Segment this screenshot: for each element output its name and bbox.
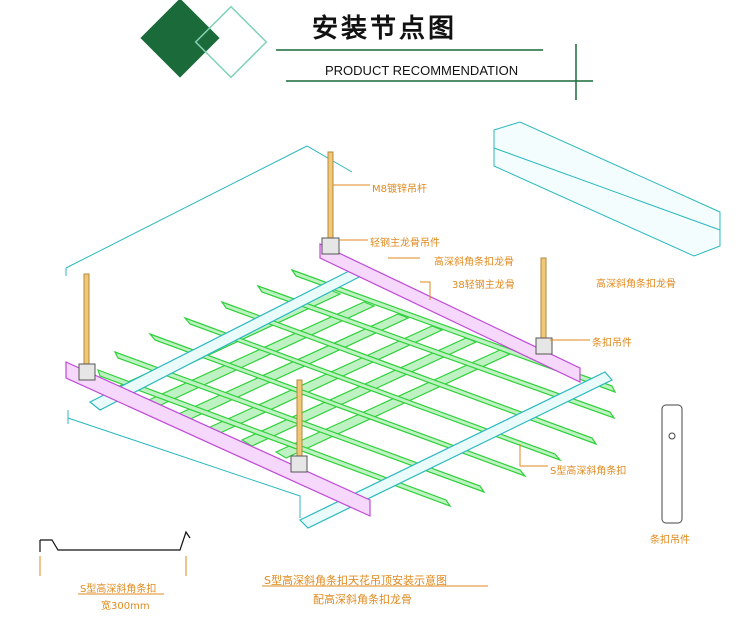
- page-title: 安装节点图: [312, 14, 458, 44]
- profile-width: 宽300mm: [101, 601, 150, 612]
- label-main-keel: 38轻钢主龙骨: [452, 280, 515, 291]
- caption-line-2: 配高深斜角条扣龙骨: [313, 593, 412, 606]
- leader-lines: [333, 184, 590, 467]
- rod-4: [296, 379, 303, 461]
- main-keels: [65, 243, 581, 517]
- light-green-diamond-outline: [194, 5, 268, 79]
- strip-profile-section: [39, 530, 191, 552]
- label-strip: S型高深斜角条扣: [550, 466, 627, 477]
- rod-3: [540, 257, 547, 344]
- rod-2: [83, 273, 90, 370]
- rod-1: [327, 151, 334, 243]
- label-detail-carrier-keel: 高深斜角条扣龙骨: [596, 279, 676, 290]
- carrier-keels: [88, 267, 613, 529]
- label-rod: M8镀锌吊杆: [372, 184, 427, 195]
- detail-strip-hanger: [661, 404, 683, 524]
- hanger-clips: [78, 237, 553, 473]
- label-main-keel-hanger: 轻钢主龙骨吊件: [370, 238, 440, 249]
- header-logo-diamonds: [140, 0, 268, 79]
- ceiling-strips: [97, 268, 617, 508]
- dark-green-diamond: [140, 0, 220, 78]
- caption-line-1: S型高深斜角条扣天花吊顶安装示意图: [264, 574, 447, 587]
- profile-leader: [39, 556, 187, 595]
- header-rules: [276, 44, 593, 100]
- detail-carrier-keel: [493, 121, 721, 257]
- label-strip-hanger: 条扣吊件: [592, 338, 632, 349]
- dimension-outline: [65, 145, 353, 518]
- label-carrier-keel: 高深斜角条扣龙骨: [434, 257, 514, 268]
- page-subtitle: PRODUCT RECOMMENDATION: [325, 63, 519, 78]
- label-detail-strip-hanger: 条扣吊件: [650, 535, 690, 546]
- profile-name: S型高深斜角条扣: [80, 584, 157, 595]
